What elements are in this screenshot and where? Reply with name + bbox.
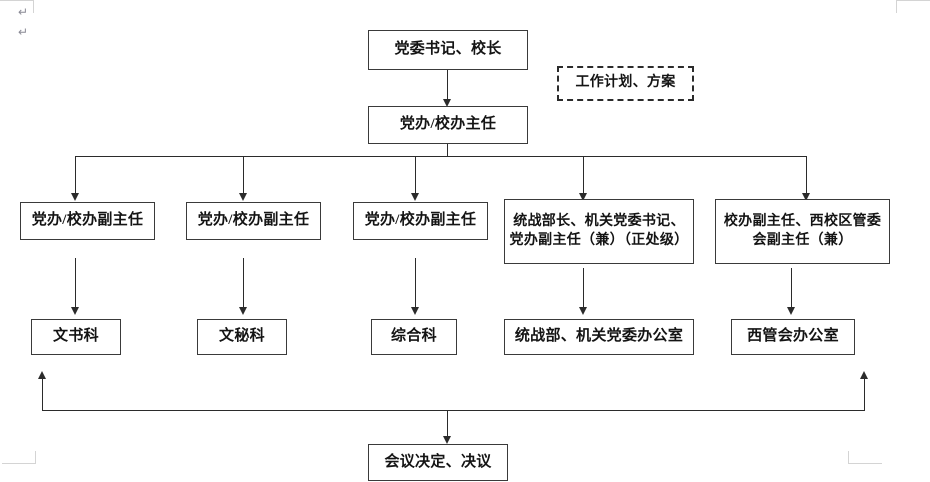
node-office-5[interactable]: 西管会办公室 — [731, 319, 855, 355]
node-deputy-2[interactable]: 党办/校办副主任 — [186, 202, 321, 240]
connector-bus-to-decision — [447, 410, 448, 437]
arrowhead-deputy-4 — [579, 193, 587, 201]
arrowhead-deputy-2 — [239, 193, 247, 201]
arrowhead-feedback-left — [38, 371, 46, 379]
margin-guide-top-left — [0, 0, 34, 24]
node-office-1[interactable]: 文书科 — [31, 319, 121, 355]
arrowhead-office-4 — [579, 307, 587, 315]
arrowhead-decision — [443, 436, 451, 444]
arrowhead-deputy-5 — [802, 193, 810, 201]
arrowhead-deputy-3 — [411, 193, 419, 201]
pilcrow-mark-2: ↵ — [18, 25, 29, 39]
node-deputy-3[interactable]: 党办/校办副主任 — [353, 202, 488, 240]
arrowhead-top-to-director — [443, 99, 451, 107]
arrowhead-feedback-right — [860, 371, 868, 379]
margin-guide-bottom-left — [2, 440, 36, 464]
connector-deputy5-to-office5 — [791, 268, 792, 308]
connector-deputy4-to-office4 — [583, 268, 584, 308]
connector-bus-drop-2 — [243, 156, 244, 194]
node-office-4[interactable]: 统战部、机关党委办公室 — [504, 319, 694, 355]
connector-deputy2-to-office2 — [243, 258, 244, 308]
arrowhead-office-1 — [71, 307, 79, 315]
arrowhead-office-5 — [787, 307, 795, 315]
node-office-3[interactable]: 综合科 — [371, 319, 457, 355]
connector-bus-drop-1 — [75, 156, 76, 194]
connector-top-to-director — [447, 70, 448, 100]
node-meeting-decision[interactable]: 会议决定、决议 — [368, 444, 508, 481]
node-top-leader[interactable]: 党委书记、校长 — [368, 30, 528, 70]
node-deputy-5[interactable]: 校办副主任、西校区管委 会副主任（兼） — [715, 199, 890, 264]
arrowhead-deputy-1 — [71, 193, 79, 201]
connector-bus-drop-5 — [806, 156, 807, 194]
connector-director-stem — [447, 144, 448, 156]
connector-feedback-left-riser — [42, 378, 43, 411]
connector-bus-drop-3 — [415, 156, 416, 194]
arrowhead-office-3 — [411, 307, 419, 315]
connector-distribution-bus — [75, 156, 806, 157]
connector-bus-drop-4 — [583, 156, 584, 194]
connector-feedback-bus — [42, 410, 865, 411]
node-deputy-4[interactable]: 统战部长、机关党委书记、 党办副主任（兼）（正处级） — [504, 199, 694, 264]
node-deputy-1[interactable]: 党办/校办副主任 — [20, 202, 155, 240]
margin-guide-top-right — [896, 0, 930, 24]
arrowhead-office-2 — [239, 307, 247, 315]
margin-guide-bottom-right — [848, 440, 882, 464]
connector-deputy3-to-office3 — [415, 258, 416, 308]
connector-deputy1-to-office1 — [75, 258, 76, 308]
node-office-2[interactable]: 文秘科 — [197, 319, 287, 355]
node-work-plan-note[interactable]: 工作计划、方案 — [557, 66, 694, 101]
connector-feedback-right-riser — [864, 378, 865, 411]
node-office-director[interactable]: 党办/校办主任 — [368, 106, 528, 144]
pilcrow-mark-1: ↵ — [18, 5, 29, 19]
